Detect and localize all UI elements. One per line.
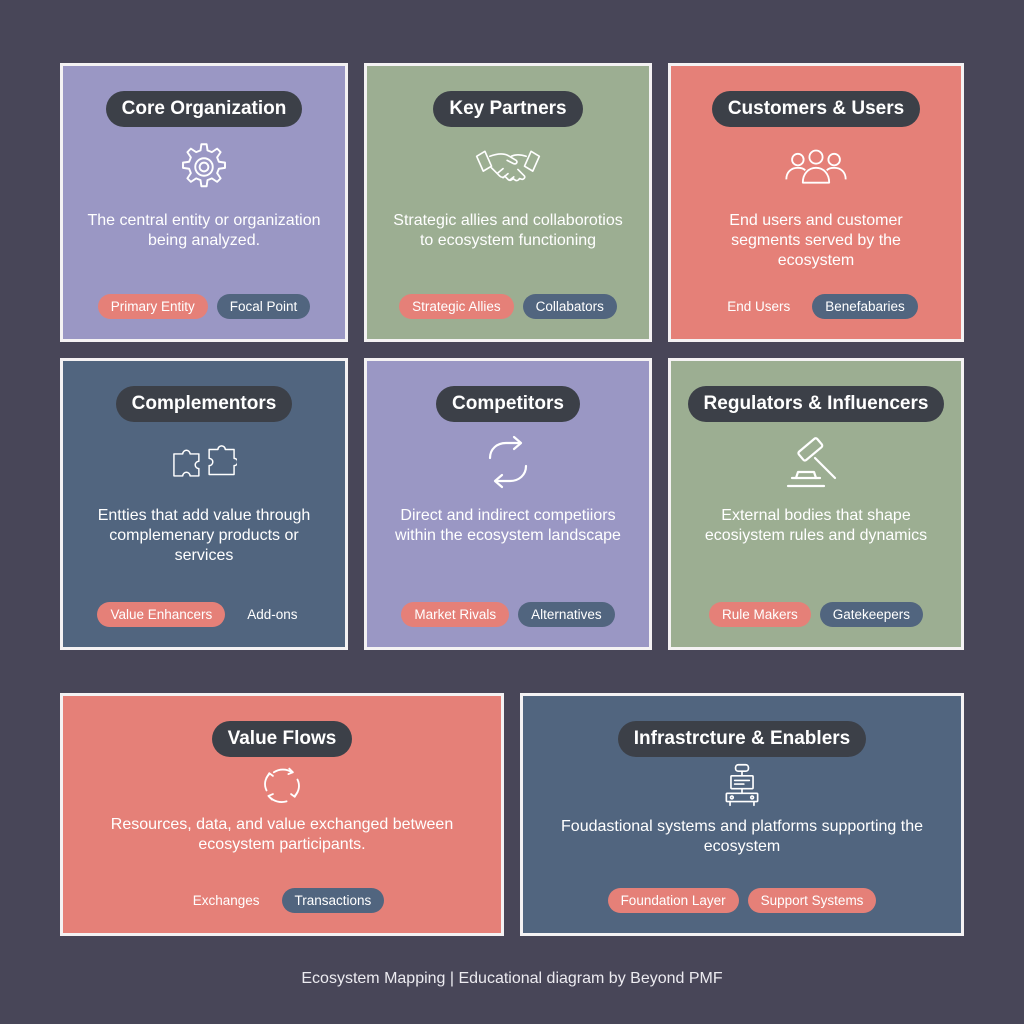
tag-alternatives: Alternatives — [518, 602, 615, 627]
card-title: Customers & Users — [711, 91, 921, 127]
card-description: Strategic allies and collaborotios to ec… — [393, 212, 623, 249]
card-core-organization: Core Organization The central entity or … — [60, 63, 348, 342]
card-description: External bodies that shape ecosiystem ru… — [704, 507, 928, 544]
card-description: Direct and indirect competiiors within t… — [395, 507, 621, 544]
tag-transactions: Transactions — [281, 888, 385, 913]
card-title: Key Partners — [433, 91, 583, 127]
card-description: End users and customer segments served b… — [729, 212, 903, 269]
tag-group: Exchanges Transactions — [63, 888, 501, 913]
puzzle-icon — [169, 432, 239, 492]
card-title: Value Flows — [211, 721, 353, 757]
tag-benefabaries: Benefabaries — [812, 294, 918, 319]
card-title: Complementors — [115, 386, 293, 422]
card-title: Regulators & Influencers — [687, 386, 945, 422]
card-description: Resources, data, and value exchanged bet… — [110, 816, 454, 853]
tag-support-systems: Support Systems — [747, 888, 877, 913]
tag-add-ons: Add-ons — [247, 607, 298, 622]
server-icon — [707, 761, 777, 809]
users-icon — [781, 137, 851, 197]
tag-group: Value Enhancers Add-ons — [63, 602, 345, 627]
gavel-icon — [781, 432, 851, 492]
swap-arrows-icon — [473, 432, 543, 492]
card-description: Entties that add value through complemen… — [97, 507, 311, 564]
tag-rule-makers: Rule Makers — [708, 602, 811, 627]
handshake-icon — [473, 137, 543, 197]
card-title: Competitors — [436, 386, 580, 422]
tag-value-enhancers: Value Enhancers — [97, 602, 226, 627]
card-infrastructure-enablers: Infrastrcture & Enablers Foudastional sy… — [520, 693, 964, 936]
tag-end-users: End Users — [727, 299, 791, 314]
gear-icon — [169, 137, 239, 197]
tag-group: Primary Entity Focal Point — [63, 294, 345, 319]
tag-primary-entity: Primary Entity — [97, 294, 208, 319]
tag-group: Rule Makers Gatekeepers — [671, 602, 961, 627]
card-key-partners: Key Partners Strategic allies and collab… — [364, 63, 652, 342]
card-regulators-influencers: Regulators & Influencers External bodies… — [668, 358, 964, 650]
tag-focal-point: Focal Point — [216, 294, 311, 319]
card-value-flows: Value Flows Resources, data, and value e… — [60, 693, 504, 936]
card-customers-users: Customers & Users End users and customer… — [668, 63, 964, 342]
cycle-arrows-icon — [247, 763, 317, 807]
card-title: Core Organization — [105, 91, 303, 127]
tag-collabators: Collabators — [522, 294, 617, 319]
footer-caption: Ecosystem Mapping | Educational diagram … — [301, 970, 723, 987]
tag-group: Market Rivals Alternatives — [367, 602, 649, 627]
card-description: The central entity or organization being… — [87, 212, 321, 249]
card-competitors: Competitors Direct and indirect competii… — [364, 358, 652, 650]
tag-market-rivals: Market Rivals — [401, 602, 510, 627]
tag-exchanges: Exchanges — [192, 893, 260, 908]
tag-strategic-allies: Strategic Allies — [399, 294, 514, 319]
tag-foundation-layer: Foundation Layer — [607, 888, 739, 913]
card-complementors: Complementors Entties that add value thr… — [60, 358, 348, 650]
tag-gatekeepers: Gatekeepers — [819, 602, 924, 627]
tag-group: Strategic Allies Collabators — [367, 294, 649, 319]
tag-group: Foundation Layer Support Systems — [523, 888, 961, 913]
card-title: Infrastrcture & Enablers — [617, 721, 867, 757]
card-description: Foudastional systems and platforms suppo… — [561, 818, 923, 855]
tag-group: End Users Benefabaries — [671, 294, 961, 319]
